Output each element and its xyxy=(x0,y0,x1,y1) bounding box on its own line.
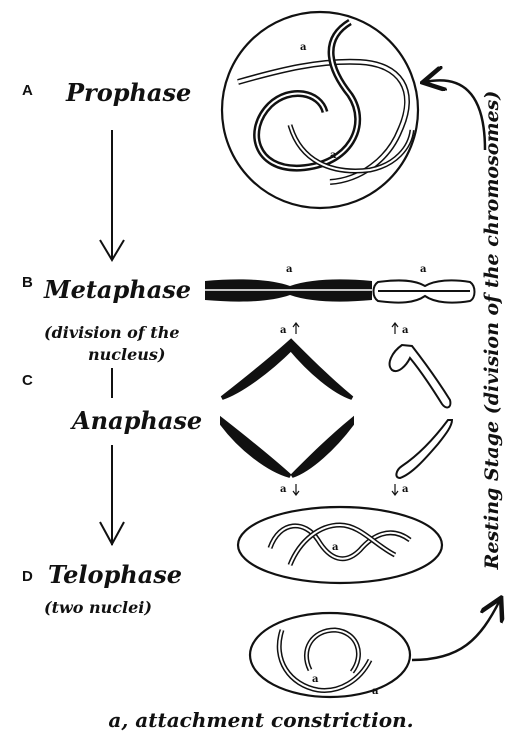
anaphase-chromosomes-outline xyxy=(390,345,452,478)
resting-to-prophase-arrow xyxy=(425,80,485,150)
metaphase-chromosome-outline xyxy=(374,280,475,302)
prophase-marker-a2: a xyxy=(330,150,337,161)
telophase-to-resting-arrow xyxy=(412,600,500,660)
telophase-nucleus-lower xyxy=(250,613,410,697)
metaphase-chromosome-solid xyxy=(205,279,372,301)
telophase-marker-a3: a xyxy=(372,686,379,697)
telophase-marker-a1: a xyxy=(332,542,339,553)
anaphase-marker-a2: a xyxy=(280,484,287,495)
prophase-marker-a1: a xyxy=(300,42,307,53)
telophase-nucleus-upper xyxy=(238,507,442,583)
metaphase-marker-a2: a xyxy=(420,264,427,275)
anaphase-marker-a4: a xyxy=(402,484,409,495)
anaphase-marker-a3: a xyxy=(402,325,409,336)
prophase-nucleus xyxy=(222,12,418,208)
metaphase-marker-a1: a xyxy=(286,264,293,275)
flow-arrow-prophase-to-metaphase xyxy=(100,130,124,260)
flow-arrow-anaphase-to-telophase xyxy=(100,445,124,545)
anaphase-chromosomes-solid xyxy=(222,342,352,476)
anaphase-marker-a1: a xyxy=(280,325,287,336)
telophase-marker-a2: a xyxy=(312,674,319,685)
